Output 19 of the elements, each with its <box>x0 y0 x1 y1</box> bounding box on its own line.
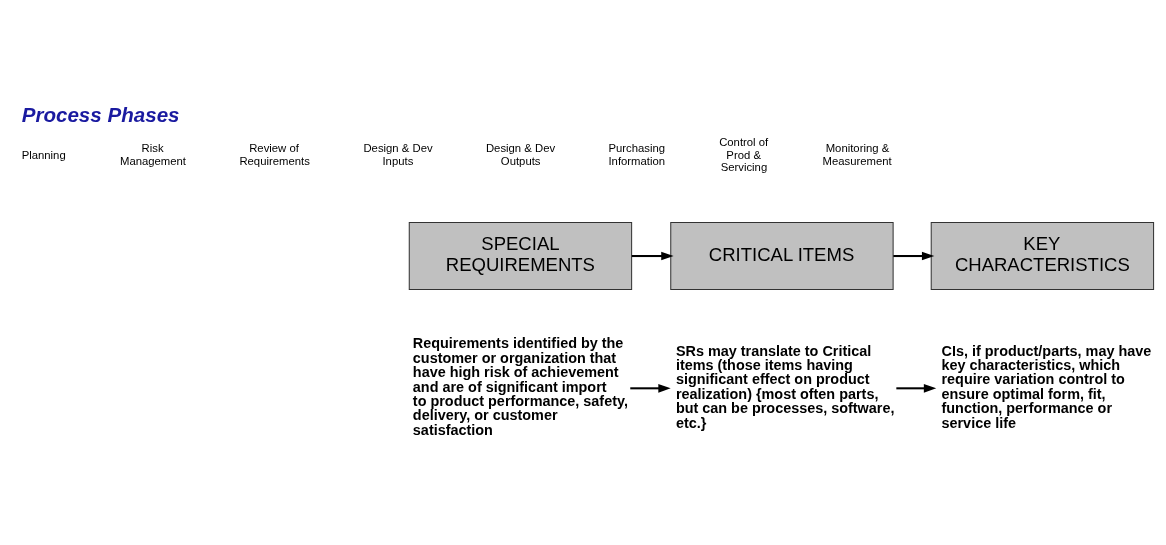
label: Purchasing Information <box>607 142 665 167</box>
node-text: Requirements identified by the customer or organization that have high risk of achievement and are of significant import to product performance, safety, delivery, or customer satisfaction <box>412 335 628 438</box>
node-box: KEY CHARACTERISTICS <box>930 222 1154 290</box>
label: Monitoring & Measurement <box>822 142 892 167</box>
node-box: SPECIAL REQUIREMENTS <box>408 222 632 290</box>
label: Risk Management <box>119 142 186 167</box>
arrow <box>895 384 936 393</box>
node-text: SRs may translate to Critical items (those items having significant effect on product realization) {most often parts, but can be processes, software, etc.} <box>675 342 894 431</box>
label: Design & Dev Inputs <box>362 142 433 167</box>
arrow <box>631 251 674 261</box>
node-box: CRITICAL ITEMS <box>669 222 894 290</box>
diagram-title: Process Phases <box>21 102 180 126</box>
arrow <box>892 251 934 261</box>
label: Design & Dev Outputs <box>485 142 555 167</box>
arrow <box>629 384 671 393</box>
label: Control of Prod & Servicing <box>718 136 768 173</box>
label: Planning <box>21 148 66 161</box>
node-text: CIs, if product/parts, may have key characteristics, which require variation control to ensure optimal form, fit, function, performance or service life <box>941 342 1151 431</box>
label: Review of Requirements <box>238 142 310 167</box>
